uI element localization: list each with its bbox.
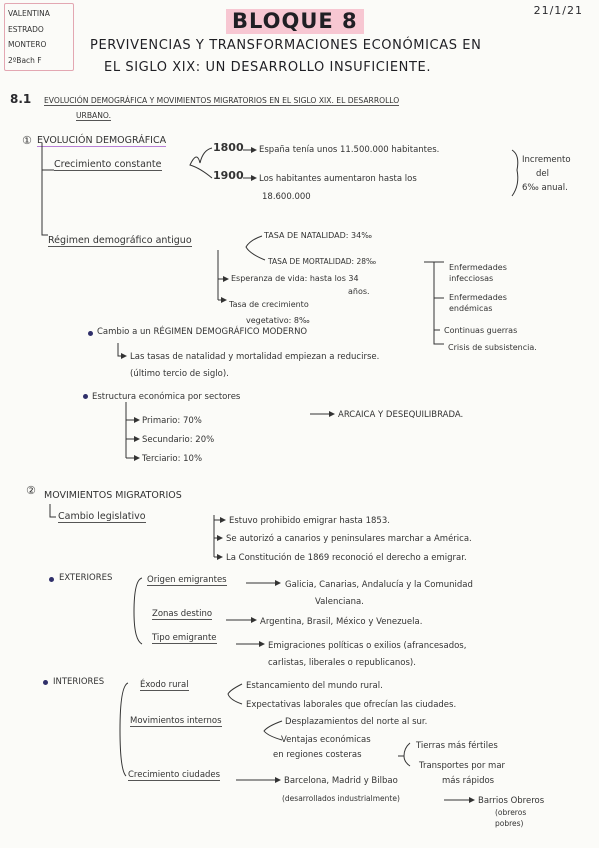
date: 21/1/21 [533, 4, 583, 17]
causa-4: Crisis de subsistencia. [448, 343, 537, 352]
bullet [43, 680, 48, 685]
ciudades-b: (desarrollados industrialmente) [282, 794, 400, 803]
origen-a: Galicia, Canarias, Andalucía y la Comuni… [285, 580, 473, 590]
cambio-legislativo: Cambio legislativo [58, 511, 146, 523]
sector-secundario: Secundario: 20% [142, 435, 215, 445]
exodo-a: Estancamiento del mundo rural. [246, 681, 383, 691]
text-1800: España tenía unos 11.500.000 habitantes. [259, 145, 440, 155]
zonas-label: Zonas destino [152, 609, 213, 620]
sector-terciario: Terciario: 10% [142, 454, 203, 464]
ley-1: Estuvo prohibido emigrar hasta 1853. [229, 516, 390, 526]
regimen-label: Régimen demográfico antiguo [48, 235, 192, 247]
ley-2: Se autorizó a canarios y peninsulares ma… [226, 534, 472, 544]
causa-2: Enfermedades endémicas [449, 293, 507, 313]
migratorios-title: MOVIMIENTOS MIGRATORIOS [44, 490, 182, 501]
student-name-box: VALENTINA ESTRADO MONTERO 2ºBach F [4, 3, 74, 71]
section-heading-2: URBANO. [76, 111, 112, 121]
esperanza-b: años. [348, 287, 370, 296]
ventaja-2b: más rápidos [442, 776, 495, 786]
vegetativo-b: vegetativo: 8‰ [246, 316, 310, 325]
origen-b: Valenciana. [315, 597, 364, 607]
cambio-tercio: (último tercio de siglo). [130, 369, 229, 379]
migratorios-marker: ② [26, 484, 36, 497]
section-heading-1: EVOLUCIÓN DEMOGRÁFICA Y MOVIMIENTOS MIGR… [44, 96, 400, 106]
crecimiento-label: Crecimiento constante [54, 159, 162, 171]
causa-1: Enfermedades infecciosas [449, 263, 507, 283]
evolucion-marker: ① [22, 134, 32, 147]
tipo-a: Emigraciones políticas o exilios (afranc… [268, 641, 467, 651]
year-1800: 1800 [213, 141, 244, 154]
causa-3: Continuas guerras [444, 326, 518, 335]
section-number: 8.1 [10, 92, 32, 106]
barrios-c: pobres) [495, 819, 524, 828]
name-line-4: 2ºBach F [8, 55, 42, 65]
zonas-text: Argentina, Brasil, México y Venezuela. [260, 617, 423, 627]
barrios-a: Barrios Obreros [478, 796, 545, 806]
internos-c: en regiones costeras [273, 750, 362, 760]
bloque-title: BLOQUE 8 [226, 9, 364, 34]
text-1900-a: Los habitantes aumentaron hasta los [259, 174, 417, 184]
internos-a: Desplazamientos del norte al sur. [285, 717, 428, 727]
title-line-1: PERVIVENCIAS Y TRANSFORMACIONES ECONÓMIC… [90, 38, 482, 53]
tipo-b: carlistas, liberales o republicanos). [268, 658, 416, 668]
name-line-2: ESTRADO [8, 24, 44, 34]
evolucion-title: EVOLUCIÓN DEMOGRÁFICA [37, 135, 167, 147]
incremento-note: Incremento del 6‰ anual. [522, 155, 571, 193]
bullet [83, 394, 88, 399]
name-line-3: MONTERO [8, 40, 47, 49]
internos-label: Movimientos internos [130, 716, 222, 727]
ventaja-2a: Transportes por mar [419, 761, 506, 771]
title-line-2: EL SIGLO XIX: UN DESARROLLO INSUFICIENTE… [104, 60, 432, 75]
natalidad: TASA DE NATALIDAD: 34‰ [264, 231, 372, 240]
interiores-label: INTERIORES [53, 677, 105, 687]
esperanza-a: Esperanza de vida: hasta los 34 [231, 274, 359, 283]
exodo-label: Éxodo rural [140, 680, 189, 691]
vegetativo-a: Tasa de crecimiento [229, 300, 309, 309]
exteriores-label: EXTERIORES [59, 573, 113, 583]
ley-3: La Constitución de 1869 reconoció el der… [226, 553, 467, 563]
estructura-result: ARCAICA Y DESEQUILIBRADA. [338, 410, 464, 420]
barrios-b: (obreros [495, 808, 527, 817]
origen-label: Origen emigrantes [147, 575, 227, 586]
bullet [49, 577, 54, 582]
text-1900-b: 18.600.000 [262, 192, 311, 202]
sector-primario: Primario: 70% [142, 416, 202, 426]
name-line-1: VALENTINA [8, 9, 50, 18]
mortalidad: TASA DE MORTALIDAD: 28‰ [268, 257, 377, 266]
exodo-b: Expectativas laborales que ofrecían las … [246, 700, 457, 710]
bullet [88, 331, 93, 336]
cambio-moderno: Cambio a un RÉGIMEN DEMOGRÁFICO MODERNO [97, 327, 308, 337]
cambio-tasas: Las tasas de natalidad y mortalidad empi… [130, 352, 380, 362]
ciudades-a: Barcelona, Madrid y Bilbao [284, 776, 398, 786]
tipo-label: Tipo emigrante [152, 633, 217, 644]
year-1900: 1900 [213, 169, 244, 182]
ventaja-1: Tierras más fértiles [416, 741, 498, 751]
ciudades-label: Crecimiento ciudades [128, 770, 221, 781]
internos-b: Ventajas económicas [281, 735, 371, 745]
estructura-label: Estructura económica por sectores [92, 392, 241, 402]
